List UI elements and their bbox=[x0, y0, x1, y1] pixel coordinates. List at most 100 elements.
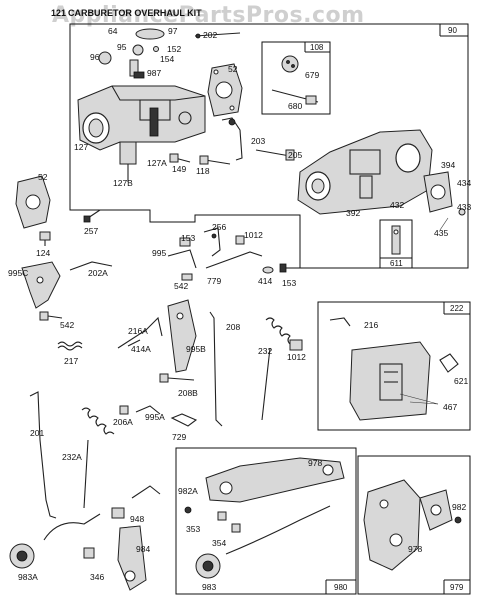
svg-text:948: 948 bbox=[130, 514, 144, 524]
svg-text:256: 256 bbox=[212, 222, 226, 232]
box-611: 611 bbox=[379, 219, 413, 269]
svg-text:995C: 995C bbox=[8, 268, 28, 278]
svg-text:394: 394 bbox=[441, 160, 455, 170]
spring-217-icon bbox=[57, 341, 83, 347]
governor-lever-bracket-icon bbox=[21, 261, 61, 309]
svg-text:201: 201 bbox=[30, 428, 44, 438]
svg-text:995B: 995B bbox=[186, 344, 206, 354]
svg-text:118: 118 bbox=[196, 166, 210, 176]
svg-text:987: 987 bbox=[147, 68, 161, 78]
governor-rod-icon bbox=[29, 391, 57, 519]
nut-icon bbox=[39, 231, 51, 241]
svg-text:354: 354 bbox=[212, 538, 226, 548]
svg-text:208B: 208B bbox=[178, 388, 198, 398]
clip-icon bbox=[289, 339, 303, 351]
main-carburetor-frame bbox=[69, 23, 469, 269]
top-small-parts bbox=[98, 28, 241, 79]
svg-text:206A: 206A bbox=[113, 417, 133, 427]
title-ref: 121 bbox=[51, 8, 66, 18]
box-number-main: 90 bbox=[448, 26, 457, 35]
svg-text:414: 414 bbox=[258, 276, 272, 286]
svg-text:779: 779 bbox=[207, 276, 221, 286]
svg-text:433: 433 bbox=[457, 202, 471, 212]
svg-text:729: 729 bbox=[172, 432, 186, 442]
svg-text:64: 64 bbox=[108, 26, 118, 36]
svg-text:1012: 1012 bbox=[244, 230, 263, 240]
svg-text:467: 467 bbox=[443, 402, 457, 412]
svg-text:154: 154 bbox=[160, 54, 174, 64]
svg-text:978: 978 bbox=[308, 458, 322, 468]
box-222: 222 bbox=[317, 301, 471, 431]
svg-text:983A: 983A bbox=[18, 572, 38, 582]
svg-text:414A: 414A bbox=[131, 344, 151, 354]
control-plate-icon bbox=[349, 341, 431, 421]
svg-text:984: 984 bbox=[136, 544, 150, 554]
svg-text:982A: 982A bbox=[178, 486, 198, 496]
svg-text:978: 978 bbox=[408, 544, 422, 554]
svg-text:257: 257 bbox=[84, 226, 98, 236]
throttle-link-icon bbox=[194, 32, 241, 37]
adjust-screws bbox=[169, 153, 231, 165]
svg-text:216A: 216A bbox=[128, 326, 148, 336]
svg-text:203: 203 bbox=[251, 136, 265, 146]
svg-text:983: 983 bbox=[202, 582, 216, 592]
svg-text:152: 152 bbox=[167, 44, 181, 54]
svg-text:995A: 995A bbox=[145, 412, 165, 422]
svg-text:153: 153 bbox=[181, 233, 195, 243]
carburetor-upper-body-icon bbox=[297, 129, 433, 215]
svg-text:980: 980 bbox=[334, 583, 348, 592]
svg-text:97: 97 bbox=[168, 26, 178, 36]
svg-text:679: 679 bbox=[305, 70, 319, 80]
svg-text:216: 216 bbox=[364, 320, 378, 330]
diaphragm-icon bbox=[281, 55, 299, 73]
throttle-lever-icon bbox=[221, 117, 243, 161]
svg-text:127A: 127A bbox=[147, 158, 167, 168]
governor-linkage-parts bbox=[167, 227, 302, 281]
governor-spring-icon bbox=[81, 407, 115, 435]
svg-text:392: 392 bbox=[346, 208, 360, 218]
primer-cap-icon bbox=[135, 28, 165, 40]
svg-text:435: 435 bbox=[434, 228, 448, 238]
middle-linkage-parts bbox=[117, 299, 291, 427]
svg-text:222: 222 bbox=[450, 304, 464, 313]
svg-text:202: 202 bbox=[203, 30, 217, 40]
svg-text:205: 205 bbox=[288, 150, 302, 160]
carburetor-body-icon bbox=[77, 85, 206, 182]
svg-text:434: 434 bbox=[457, 178, 471, 188]
kit-title: 121 CARBURETOR OVERHAUL KIT bbox=[51, 8, 202, 18]
svg-text:232: 232 bbox=[258, 346, 272, 356]
control-bracket-icon bbox=[363, 479, 421, 571]
lower-middle-parts bbox=[119, 373, 198, 427]
svg-text:432: 432 bbox=[390, 200, 404, 210]
svg-text:621: 621 bbox=[454, 376, 468, 386]
box-979: 979 bbox=[357, 455, 471, 595]
svg-text:680: 680 bbox=[288, 101, 302, 111]
choke-link-icon bbox=[69, 261, 113, 271]
svg-text:208: 208 bbox=[226, 322, 240, 332]
svg-text:108: 108 bbox=[310, 43, 324, 52]
svg-text:96: 96 bbox=[90, 52, 100, 62]
svg-text:232A: 232A bbox=[62, 452, 82, 462]
svg-text:127B: 127B bbox=[113, 178, 133, 188]
throttle-control-lever-icon bbox=[205, 457, 345, 503]
svg-text:52: 52 bbox=[38, 172, 48, 182]
svg-text:353: 353 bbox=[186, 524, 200, 534]
svg-text:611: 611 bbox=[390, 259, 403, 268]
title-text: CARBURETOR OVERHAUL KIT bbox=[68, 8, 202, 18]
carburetor-flange-icon bbox=[423, 171, 466, 216]
box-108: 108 679 680 bbox=[261, 41, 331, 115]
svg-text:995: 995 bbox=[152, 248, 166, 258]
svg-text:542: 542 bbox=[174, 281, 188, 291]
svg-text:979: 979 bbox=[450, 583, 464, 592]
svg-text:52: 52 bbox=[228, 64, 238, 74]
svg-text:95: 95 bbox=[117, 42, 127, 52]
svg-text:217: 217 bbox=[64, 356, 78, 366]
needle-valve-icon bbox=[391, 225, 401, 255]
svg-text:346: 346 bbox=[90, 572, 104, 582]
svg-text:202A: 202A bbox=[88, 268, 108, 278]
stop-switch-parts bbox=[9, 485, 161, 591]
svg-text:153: 153 bbox=[282, 278, 296, 288]
box-980: 980 bbox=[175, 447, 357, 595]
svg-text:127: 127 bbox=[74, 142, 88, 152]
